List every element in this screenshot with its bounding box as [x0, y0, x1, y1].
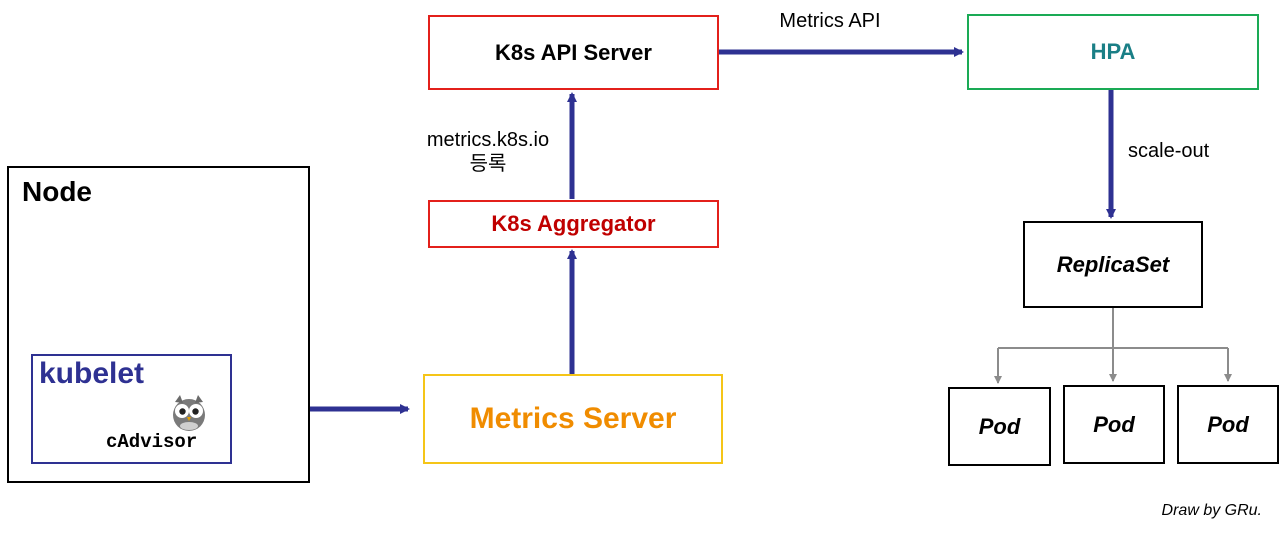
scale-out-label: scale-out: [1128, 140, 1210, 162]
pod-label: Pod: [1093, 411, 1135, 437]
cadvisor-label: cAdvisor: [106, 431, 198, 453]
pod-label: Pod: [1207, 411, 1249, 437]
api-server-box: K8s API Server: [428, 15, 719, 90]
owl-icon: [173, 395, 205, 431]
metrics-server-label: Metrics Server: [469, 402, 677, 435]
kubelet-label: kubelet: [39, 357, 145, 390]
registration-label: metrics.k8s.io 등록: [410, 128, 566, 176]
pod-box-2: Pod: [1063, 385, 1165, 464]
hpa-box: HPA: [967, 14, 1259, 90]
hpa-label: HPA: [1090, 39, 1136, 64]
replicaset-label: ReplicaSet: [1056, 251, 1170, 277]
pod-label: Pod: [978, 413, 1021, 439]
credit-label: Draw by GRu.: [1161, 502, 1262, 519]
aggregator-label: K8s Aggregator: [491, 211, 656, 236]
pod-box-3: Pod: [1177, 385, 1279, 464]
metrics-server-box: Metrics Server: [423, 374, 723, 464]
replicaset-box: ReplicaSet: [1023, 221, 1203, 308]
kubelet-box: kubelet cAdvisor: [31, 354, 232, 464]
pod-box-1: Pod: [948, 387, 1051, 466]
metrics-api-label: Metrics API: [779, 10, 881, 32]
registration-label-line1: metrics.k8s.io: [426, 129, 550, 151]
aggregator-box: K8s Aggregator: [428, 200, 719, 248]
registration-label-line2: 등록: [469, 153, 507, 175]
api-server-label: K8s API Server: [495, 39, 652, 65]
node-label: Node: [22, 176, 92, 207]
